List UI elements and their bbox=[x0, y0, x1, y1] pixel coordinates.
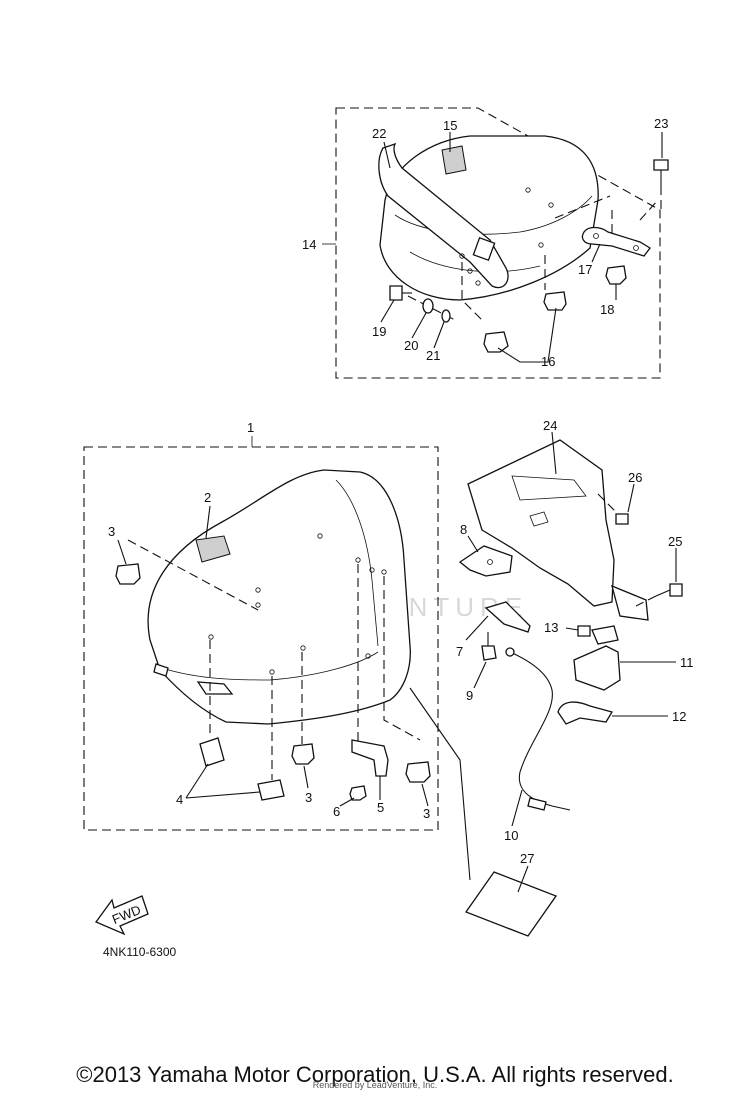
bolt-23 bbox=[653, 159, 669, 171]
callout-19: 19 bbox=[372, 324, 386, 339]
callout-5: 5 bbox=[377, 800, 384, 815]
callout-3b: 3 bbox=[305, 790, 312, 805]
callouts: 1 2 3 3 3 4 5 6 7 8 9 10 11 12 13 14 15 … bbox=[108, 116, 694, 866]
callout-1: 1 bbox=[247, 420, 254, 435]
render-credit: Rendered by LeadVenture, Inc. bbox=[312, 1080, 438, 1090]
callout-20: 20 bbox=[404, 338, 418, 353]
callout-13: 13 bbox=[544, 620, 558, 635]
caution-label-27 bbox=[464, 871, 558, 937]
label-27-group bbox=[409, 687, 558, 937]
parts-diagram: FWD 1 2 3 3 3 4 5 6 7 8 9 10 11 12 13 14… bbox=[83, 107, 694, 937]
bracket-8 bbox=[458, 545, 513, 577]
damper-3b bbox=[291, 743, 315, 765]
callout-7: 7 bbox=[456, 644, 463, 659]
main-seat bbox=[147, 469, 411, 725]
bracket-12 bbox=[557, 701, 613, 725]
right-parts-group bbox=[458, 431, 683, 827]
callout-18: 18 bbox=[600, 302, 614, 317]
cover-24 bbox=[467, 439, 615, 607]
damper-3a bbox=[115, 563, 141, 585]
callout-25: 25 bbox=[668, 534, 682, 549]
callout-10: 10 bbox=[504, 828, 518, 843]
callout-9: 9 bbox=[466, 688, 473, 703]
damper-3c bbox=[405, 761, 431, 783]
callout-21: 21 bbox=[426, 348, 440, 363]
damper-16a bbox=[543, 291, 567, 311]
bolt-9 bbox=[481, 645, 497, 661]
callout-2: 2 bbox=[204, 490, 211, 505]
washer-20 bbox=[422, 298, 434, 314]
label-2 bbox=[195, 535, 231, 563]
callout-3a: 3 bbox=[108, 524, 115, 539]
diagram-code: 4NK110-6300 bbox=[103, 945, 177, 959]
callout-8: 8 bbox=[460, 522, 467, 537]
bracket-7 bbox=[484, 601, 531, 633]
callout-16: 16 bbox=[541, 354, 555, 369]
forward-arrow: FWD bbox=[94, 895, 149, 936]
main-seat-group bbox=[83, 436, 439, 831]
callout-6: 6 bbox=[333, 804, 340, 819]
copyright-text: ©2013 Yamaha Motor Corporation, U.S.A. A… bbox=[76, 1062, 674, 1087]
washer-21 bbox=[441, 309, 451, 323]
callout-24: 24 bbox=[543, 418, 557, 433]
rear-seat-group bbox=[322, 107, 669, 379]
callout-15: 15 bbox=[443, 118, 457, 133]
seat-lock-11 bbox=[573, 645, 621, 691]
rear-seat bbox=[379, 135, 599, 301]
callout-26: 26 bbox=[628, 470, 642, 485]
callout-3c: 3 bbox=[423, 806, 430, 821]
callout-14: 14 bbox=[302, 237, 316, 252]
damper-16b bbox=[483, 331, 509, 353]
bracket-5 bbox=[351, 739, 389, 777]
clip-4b bbox=[257, 779, 285, 801]
bracket-17 bbox=[581, 226, 651, 257]
callout-12: 12 bbox=[672, 709, 686, 724]
clip-4a bbox=[199, 737, 225, 767]
nut-6 bbox=[349, 785, 367, 801]
bolt-19 bbox=[389, 285, 403, 301]
callout-4: 4 bbox=[176, 792, 183, 807]
callout-27: 27 bbox=[520, 851, 534, 866]
callout-11: 11 bbox=[680, 655, 694, 670]
bolt-25 bbox=[669, 583, 683, 597]
callout-23: 23 bbox=[654, 116, 668, 131]
callout-17: 17 bbox=[578, 262, 592, 277]
cable-10 bbox=[509, 651, 571, 811]
callout-22: 22 bbox=[372, 126, 386, 141]
label-15 bbox=[441, 145, 467, 175]
screw-26 bbox=[615, 513, 629, 525]
screw-13 bbox=[577, 625, 591, 637]
nut-18 bbox=[605, 265, 627, 285]
